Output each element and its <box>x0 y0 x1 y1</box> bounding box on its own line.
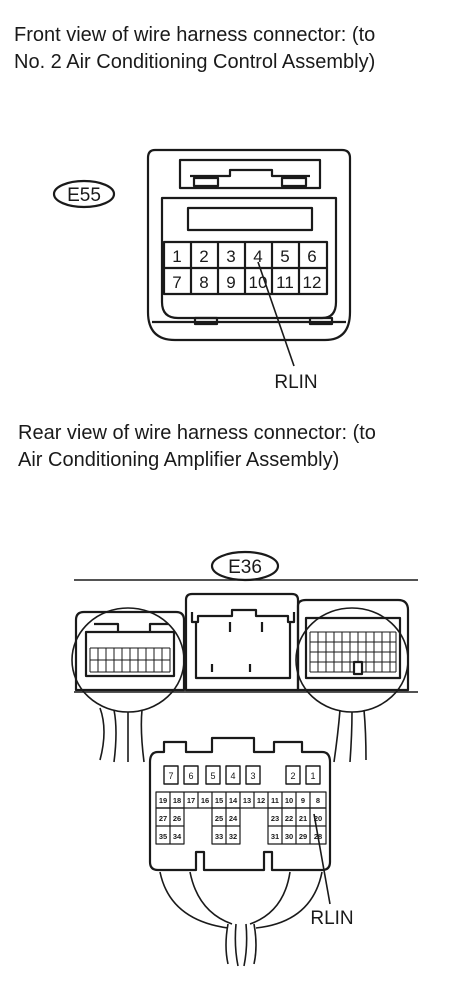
e36-pin: 7 <box>168 771 173 781</box>
e55-pin: 8 <box>199 273 208 292</box>
e55-pin: 5 <box>280 247 289 266</box>
e36-rlin-callout: RLIN <box>310 908 353 929</box>
e36-pin: 1 <box>310 771 315 781</box>
e36-enlarged-connector <box>148 736 332 967</box>
e55-rlin-leader <box>257 261 295 367</box>
e36-pin: 34 <box>173 832 182 841</box>
e36-pin: 20 <box>314 814 322 823</box>
e36-pin: 31 <box>271 832 279 841</box>
e55-pin: 10 <box>249 273 268 292</box>
e36-pin: 35 <box>159 832 167 841</box>
e36-pin: 13 <box>243 796 251 805</box>
e36-rlin-leader <box>313 813 331 905</box>
e36-pin: 12 <box>257 796 265 805</box>
e55-pin: 11 <box>276 273 294 292</box>
e36-pin: 11 <box>271 796 279 805</box>
e36-label: E36 <box>228 557 262 578</box>
e36-pin: 26 <box>173 814 181 823</box>
e55-label-oval <box>52 179 116 209</box>
e36-pin: 18 <box>173 796 181 805</box>
e36-pin: 27 <box>159 814 167 823</box>
e36-pin: 19 <box>159 796 167 805</box>
e55-pin: 6 <box>307 247 316 266</box>
e55-pin: 12 <box>303 273 322 292</box>
e36-pin: 29 <box>299 832 307 841</box>
e36-pin: 14 <box>229 796 238 805</box>
e55-label: E55 <box>67 185 101 206</box>
e36-pin: 8 <box>316 796 320 805</box>
e36-pin: 33 <box>215 832 223 841</box>
e36-pin: 22 <box>285 814 293 823</box>
e36-pin: 10 <box>285 796 293 805</box>
e55-pin: 1 <box>172 247 181 266</box>
e36-pin: 25 <box>215 814 223 823</box>
e55-pin: 3 <box>226 247 235 266</box>
e55-rlin-callout: RLIN <box>274 372 317 393</box>
e36-pin: 28 <box>314 832 322 841</box>
e55-connector-body <box>146 148 352 342</box>
e36-connector-assembly <box>71 579 418 763</box>
e36-pin: 21 <box>299 814 307 823</box>
e36-pin: 24 <box>229 814 238 823</box>
e36-pin: 6 <box>188 771 193 781</box>
e36-pin: 23 <box>271 814 279 823</box>
e36-pin: 17 <box>187 796 195 805</box>
e36-pin: 5 <box>210 771 215 781</box>
front-view-caption: Front view of wire harness connector: (t… <box>14 24 376 73</box>
e36-pin: 9 <box>301 796 305 805</box>
e55-pin: 2 <box>199 247 208 266</box>
rear-view-caption: Rear view of wire harness connector: (to… <box>18 422 376 471</box>
e36-pin: 3 <box>250 771 255 781</box>
e36-pin: 15 <box>215 796 223 805</box>
e36-pin: 32 <box>229 832 237 841</box>
e55-pin: 9 <box>226 273 235 292</box>
e36-label-oval <box>210 550 280 582</box>
e55-pin: 4 <box>253 247 262 266</box>
e36-pin: 4 <box>230 771 235 781</box>
e55-pin: 7 <box>172 273 181 292</box>
e36-pin: 16 <box>201 796 209 805</box>
e36-pin: 30 <box>285 832 293 841</box>
e36-pin: 2 <box>290 771 295 781</box>
